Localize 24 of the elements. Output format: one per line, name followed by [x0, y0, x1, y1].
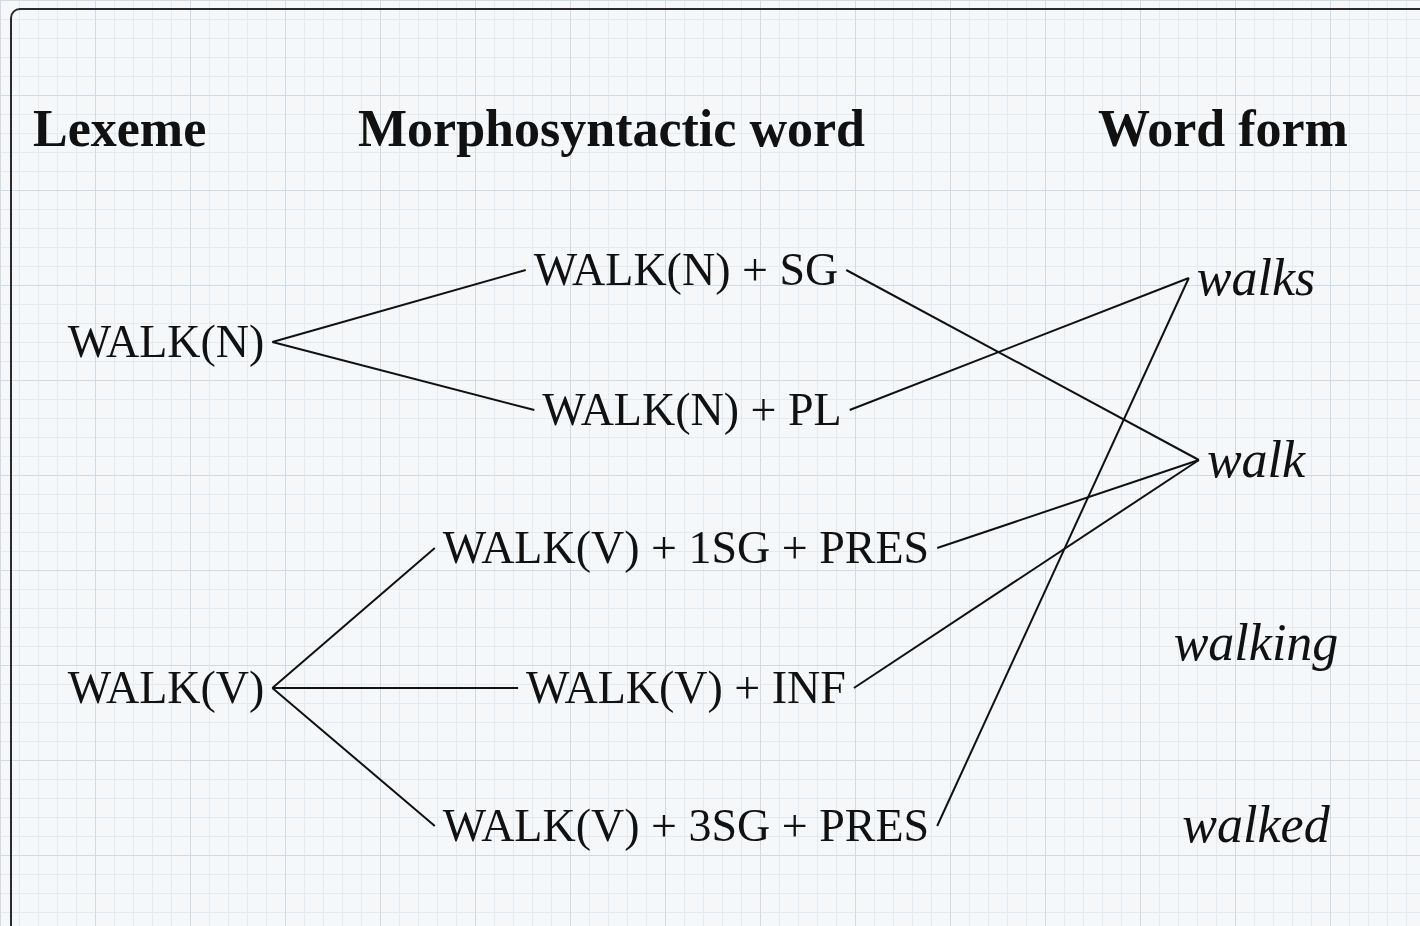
connector-line [852, 459, 1200, 689]
morphosyntactic-word-label: WALK(V) + INF [518, 662, 854, 714]
morphosyntactic-word-label: WALK(V) + 1SG + PRES [434, 522, 938, 574]
connector-line [271, 269, 527, 343]
column-heading: Morphosyntactic word [358, 100, 865, 158]
lexeme-label: WALK(V) [59, 662, 273, 714]
word-form-label: walked [1174, 796, 1338, 854]
connector-line [271, 547, 436, 689]
word-form-label: walks [1188, 249, 1324, 307]
morphosyntactic-word-label: WALK(N) + SG [525, 244, 847, 296]
connector-line [271, 341, 536, 411]
connector-line [271, 687, 436, 827]
connector-line [936, 277, 1190, 827]
column-heading: Lexeme [33, 100, 207, 158]
word-form-label: walk [1198, 431, 1314, 489]
connector-line [271, 687, 520, 689]
column-heading: Word form [1098, 100, 1348, 158]
morphosyntactic-word-label: WALK(N) + PL [534, 384, 850, 436]
connector-line [936, 459, 1200, 549]
word-form-label: walking [1165, 614, 1347, 672]
lexeme-label: WALK(N) [59, 316, 273, 368]
connector-line [848, 277, 1190, 411]
morphosyntactic-word-label: WALK(V) + 3SG + PRES [434, 800, 938, 852]
connector-line [845, 269, 1200, 461]
